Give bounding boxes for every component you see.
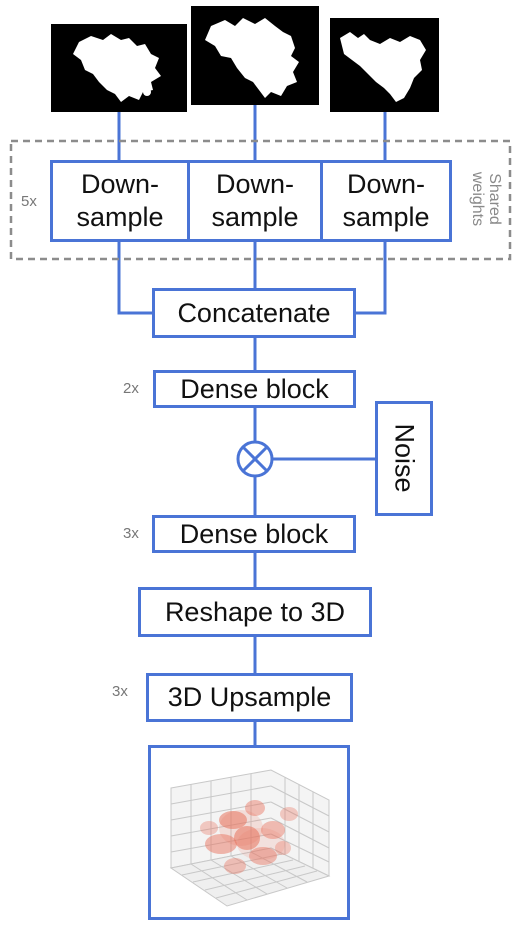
downsample-block-2: Down- sample: [187, 160, 323, 242]
shared-weights-line1: Shared: [486, 173, 503, 225]
downsample-multiplier: 5x: [21, 193, 37, 210]
voxel-plot-graphic: [169, 769, 331, 907]
dense1-multiplier: 2x: [123, 380, 139, 397]
concatenate-label: Concatenate: [177, 297, 331, 328]
dense2-label: Dense block: [179, 518, 329, 549]
input-mask-1: [51, 24, 187, 112]
downsample-block-3: Down- sample: [320, 160, 452, 242]
upsample-multiplier: 3x: [112, 683, 128, 700]
input-mask-3: [330, 18, 439, 112]
downsample-3-line1: Down-: [346, 169, 425, 199]
downsample-1-line2: sample: [76, 202, 164, 232]
noise-block: [375, 401, 433, 516]
input-mask-2: [191, 6, 319, 105]
shared-weights-label: Shared weights: [469, 172, 503, 226]
shared-weights-frame: [9, 139, 512, 261]
shared-weights-line2: weights: [469, 171, 486, 227]
dense-block-1: Dense block: [153, 370, 356, 408]
downsample-2-line1: Down-: [215, 169, 294, 199]
reshape-block: Reshape to 3D: [138, 587, 372, 637]
noise-label: Noise: [389, 423, 420, 493]
downsample-1-line1: Down-: [80, 169, 159, 199]
dense-block-2: Dense block: [152, 515, 356, 553]
output-voxel-plot: [148, 745, 350, 920]
concatenate-block: Concatenate: [152, 288, 356, 338]
upsample-block: 3D Upsample: [146, 673, 353, 722]
dense2-multiplier: 3x: [123, 525, 139, 542]
downsample-block-1: Down- sample: [50, 160, 190, 242]
downsample-2-line2: sample: [211, 202, 299, 232]
reshape-label: Reshape to 3D: [164, 596, 346, 627]
downsample-3-line2: sample: [342, 202, 430, 232]
dense1-label: Dense block: [180, 373, 329, 404]
upsample-label: 3D Upsample: [167, 682, 332, 712]
multiply-operator-icon: [236, 440, 274, 478]
